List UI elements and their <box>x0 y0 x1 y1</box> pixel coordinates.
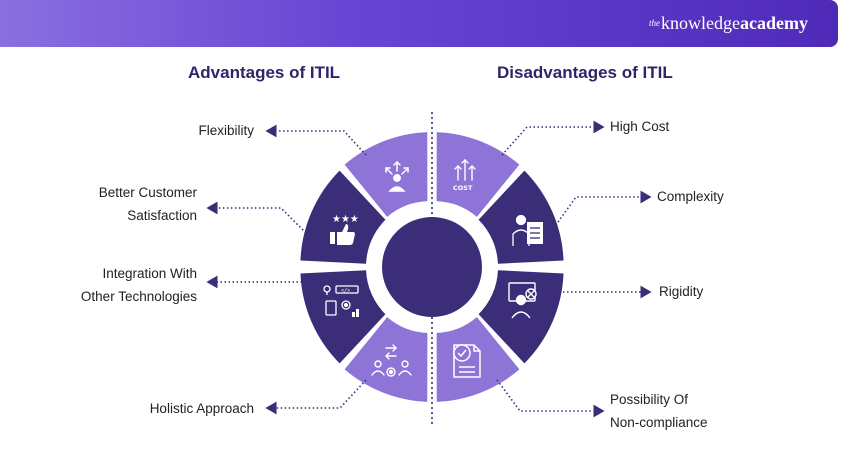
label-rigidity: Rigidity <box>659 284 704 299</box>
thumbs-up-stars-icon: ★★★ <box>330 214 359 245</box>
person-arrows-icon <box>385 160 409 192</box>
label-non-compliance: Possibility Of Non-compliance <box>610 392 708 430</box>
connector-customer-satisfaction <box>206 201 307 234</box>
segment-high-cost <box>436 132 520 217</box>
segment-flexibility <box>344 132 428 217</box>
team-gear-icon <box>371 344 412 377</box>
connector-flexibility <box>265 124 367 156</box>
disadvantages-heading: Disadvantages of ITIL <box>497 63 673 82</box>
connector-complexity <box>557 190 652 223</box>
person-monitor-icon <box>508 282 537 319</box>
segment-integration <box>300 270 386 364</box>
label-high-cost: High Cost <box>610 119 670 134</box>
cost-icon-label: COST <box>453 184 473 192</box>
cost-arrows-icon: COST <box>453 159 476 192</box>
person-document-icon <box>512 214 543 246</box>
segment-non-compliance <box>436 317 520 402</box>
segment-customer-satisfaction <box>300 170 386 264</box>
document-check-icon <box>453 344 481 378</box>
svg-text:</>: </> <box>341 288 350 294</box>
segment-rigidity <box>478 270 564 364</box>
label-holistic: Holistic Approach <box>149 401 254 416</box>
tech-integration-icon: </> <box>323 285 359 317</box>
label-integration: Integration With Other Technologies <box>80 266 197 304</box>
connector-high-cost <box>501 120 605 156</box>
header-banner: theknowledgeacademy <box>0 0 838 47</box>
svg-text:★★★: ★★★ <box>332 214 359 225</box>
label-flexibility: Flexibility <box>198 123 254 138</box>
label-complexity: Complexity <box>657 189 724 204</box>
label-customer-satisfaction: Better Customer Satisfaction <box>98 185 197 223</box>
center-circle <box>382 217 482 317</box>
connector-holistic <box>265 379 367 415</box>
brand-logo: theknowledgeacademy <box>649 13 808 33</box>
connector-non-compliance <box>496 379 605 418</box>
advantages-heading: Advantages of ITIL <box>188 63 341 82</box>
